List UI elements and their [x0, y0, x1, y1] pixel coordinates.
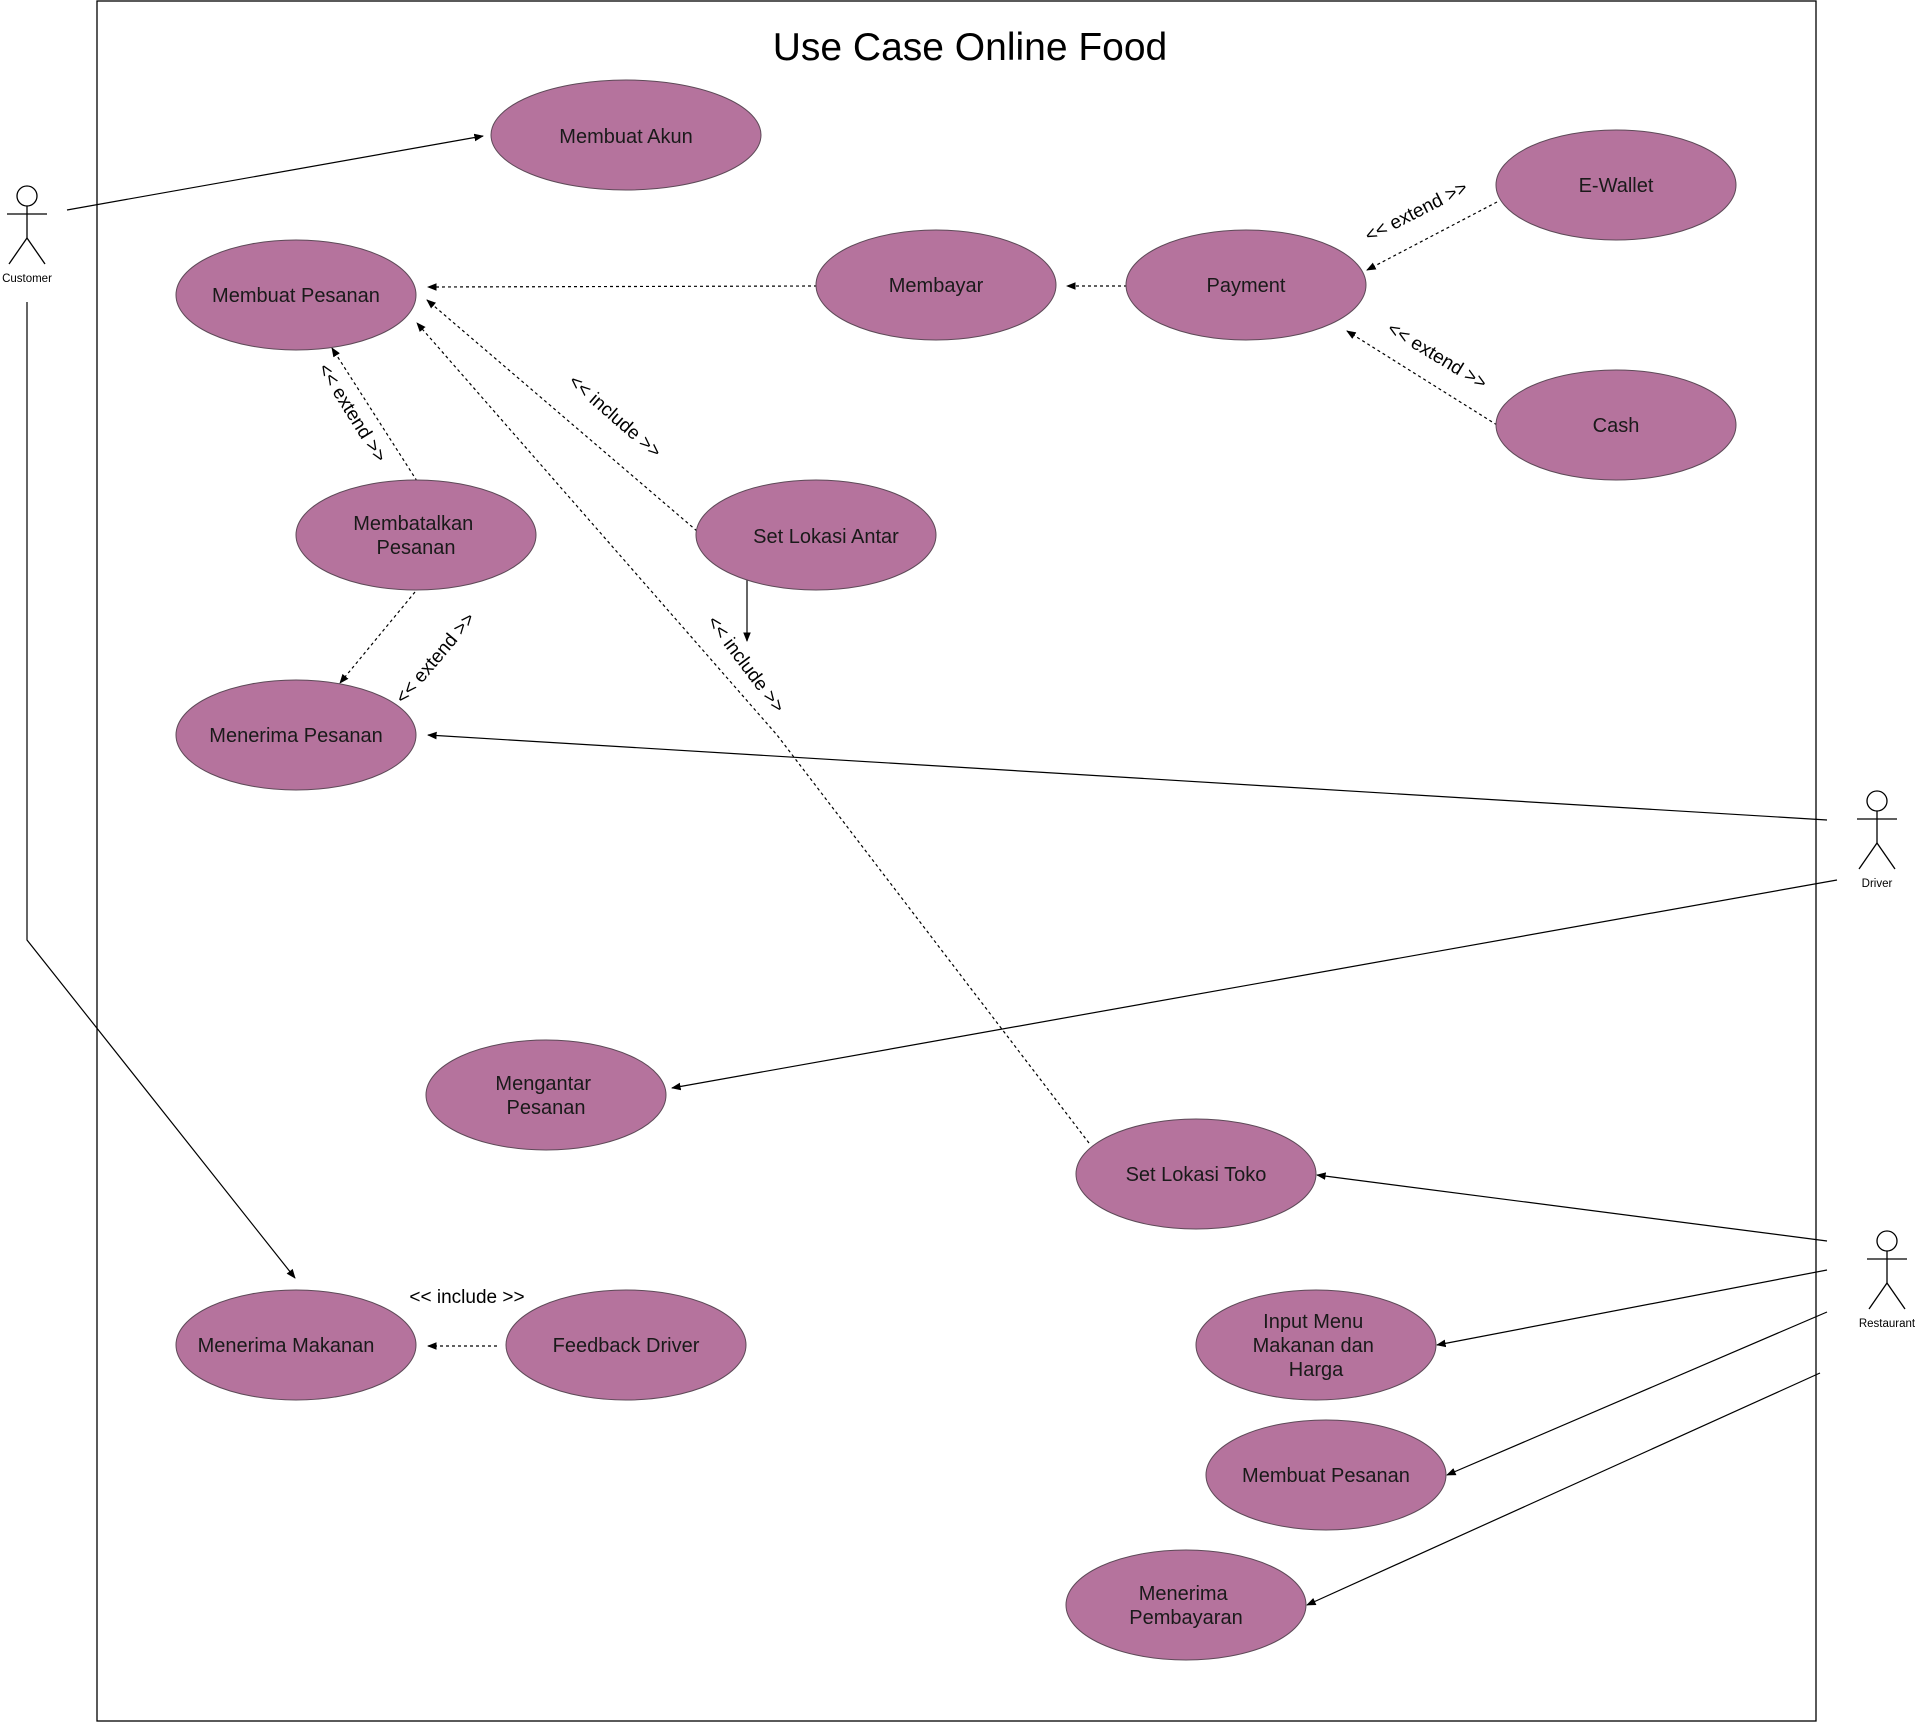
- actor-label: Driver: [1862, 878, 1893, 890]
- assoc-driver-mengantar-pesanan: [671, 879, 1838, 1091]
- use-case-label: Feedback Driver: [553, 1335, 700, 1357]
- svg-text:Membatalkan Pesanan: Membatalkan Pesanan: [353, 513, 479, 559]
- stick-figure-icon: [1857, 790, 1897, 870]
- use-case-ewallet[interactable]: E-Wallet: [1495, 129, 1737, 241]
- svg-text:Menerima Makanan: Menerima Makanan: [198, 1335, 375, 1357]
- svg-text:Membuat Pesanan: Membuat Pesanan: [212, 285, 380, 307]
- use-case-set-lokasi-antar[interactable]: Set Lokasi Antar: [695, 479, 937, 591]
- use-case-feedback-driver[interactable]: Feedback Driver: [505, 1289, 747, 1401]
- actor-label: Customer: [2, 273, 52, 285]
- actor-label: Restaurant: [1859, 1318, 1916, 1330]
- use-case-label: Membuat Pesanan: [1242, 1465, 1410, 1487]
- use-case-label-line-2: Pesanan: [507, 1097, 586, 1119]
- use-case-label-line-2: Pembayaran: [1129, 1607, 1242, 1629]
- dep-set-lokasi-antar-membuat-pesanan: [426, 299, 698, 532]
- actor-customer[interactable]: Customer: [2, 185, 52, 285]
- dep-set-lokasi-toko-membuat-pesanan: [416, 322, 1090, 1144]
- use-case-label: Menerima Makanan: [198, 1335, 375, 1357]
- assoc-customer-membuat-akun: [66, 133, 484, 211]
- use-case-label-line-1: Input Menu: [1263, 1311, 1363, 1333]
- assoc-restaurant-membuat-pesanan: [1446, 1311, 1828, 1476]
- stick-figure-icon: [7, 185, 47, 265]
- use-case-label: Membayar: [889, 275, 984, 297]
- svg-text:Membuat Akun: Membuat Akun: [559, 126, 692, 148]
- actor-driver[interactable]: Driver: [1857, 790, 1897, 890]
- use-case-label: E-Wallet: [1579, 175, 1654, 197]
- use-case-menerima-pembayaran[interactable]: Menerima Pembayaran: [1065, 1549, 1307, 1661]
- svg-text:E-Wallet: E-Wallet: [1579, 175, 1654, 197]
- stick-figure-icon: [1867, 1230, 1907, 1310]
- use-case-label: Membuat Pesanan: [212, 285, 380, 307]
- use-case-label-line-1: Membatalkan: [353, 513, 473, 535]
- label-include-feedback: << include >>: [409, 1287, 524, 1308]
- use-case-label-line-3: Harga: [1289, 1359, 1344, 1381]
- use-case-set-lokasi-toko[interactable]: Set Lokasi Toko: [1075, 1118, 1317, 1230]
- assoc-driver-menerima-pesanan: [427, 731, 1828, 821]
- diagram-title: Use Case Online Food: [773, 26, 1168, 69]
- use-case-label-line-1: Mengantar: [495, 1073, 591, 1095]
- use-case-label-line-2: Pesanan: [377, 537, 456, 559]
- use-case-menerima-makanan[interactable]: Menerima Makanan: [175, 1289, 417, 1401]
- svg-text:Mengantar Pesanan: Mengantar Pesanan: [495, 1073, 596, 1119]
- use-case-mengantar-pesanan[interactable]: Mengantar Pesanan: [425, 1039, 667, 1151]
- svg-text:Membuat Pesanan: Membuat Pesanan: [1242, 1465, 1410, 1487]
- svg-text:Membayar: Membayar: [889, 275, 984, 297]
- svg-text:Set Lokasi Antar: Set Lokasi Antar: [753, 526, 899, 548]
- use-case-membuat-akun[interactable]: Membuat Akun: [490, 79, 762, 191]
- use-case-payment[interactable]: Payment: [1125, 229, 1367, 341]
- svg-text:Payment: Payment: [1207, 275, 1286, 297]
- use-case-label: Set Lokasi Antar: [753, 526, 899, 548]
- dep-membatalkan-menerima-pesanan: [339, 591, 416, 684]
- svg-text:Set Lokasi Toko: Set Lokasi Toko: [1126, 1164, 1267, 1186]
- use-case-label-line-2: Makanan dan: [1253, 1335, 1374, 1357]
- use-case-label: Menerima Pesanan: [209, 725, 382, 747]
- dep-membatalkan-membuat-pesanan: [331, 347, 418, 482]
- use-case-label: Membuat Akun: [559, 126, 692, 148]
- use-case-membuat-pesanan[interactable]: Membuat Pesanan: [175, 239, 417, 351]
- assoc-restaurant-set-lokasi-toko: [1316, 1172, 1828, 1242]
- dep-membayar-membuat-pesanan: [427, 283, 818, 291]
- assoc-restaurant-menerima-pembayaran: [1306, 1372, 1821, 1606]
- use-case-menerima-pesanan[interactable]: Menerima Pesanan: [175, 679, 417, 791]
- svg-text:Menerima Pesanan: Menerima Pesanan: [209, 725, 382, 747]
- use-case-membuat-pesanan-restaurant[interactable]: Membuat Pesanan: [1205, 1419, 1447, 1531]
- actor-restaurant[interactable]: Restaurant: [1859, 1230, 1916, 1330]
- use-case-input-menu[interactable]: Input Menu Makanan dan Harga: [1195, 1289, 1437, 1401]
- dep-ewallet-payment: [1366, 201, 1498, 271]
- assoc-customer-menerima-makanan: [26, 302, 296, 1279]
- svg-text:Feedback Driver: Feedback Driver: [553, 1335, 700, 1357]
- svg-text:Cash: Cash: [1593, 415, 1640, 437]
- svg-text:Input Menu Makanan dan: Input Menu Makanan dan Harga: [1253, 1311, 1380, 1381]
- assoc-restaurant-input-menu: [1436, 1269, 1828, 1348]
- use-case-label: Set Lokasi Toko: [1126, 1164, 1267, 1186]
- use-case-cash[interactable]: Cash: [1495, 369, 1737, 481]
- use-case-membatalkan-pesanan[interactable]: Membatalkan Pesanan: [295, 479, 537, 591]
- use-case-label: Payment: [1207, 275, 1286, 297]
- svg-text:Menerima Pembayaran: Menerima Pembayaran: [1129, 1583, 1242, 1629]
- use-case-membayar[interactable]: Membayar: [815, 229, 1057, 341]
- use-case-label-line-1: Menerima: [1139, 1583, 1229, 1605]
- use-case-label: Cash: [1593, 415, 1640, 437]
